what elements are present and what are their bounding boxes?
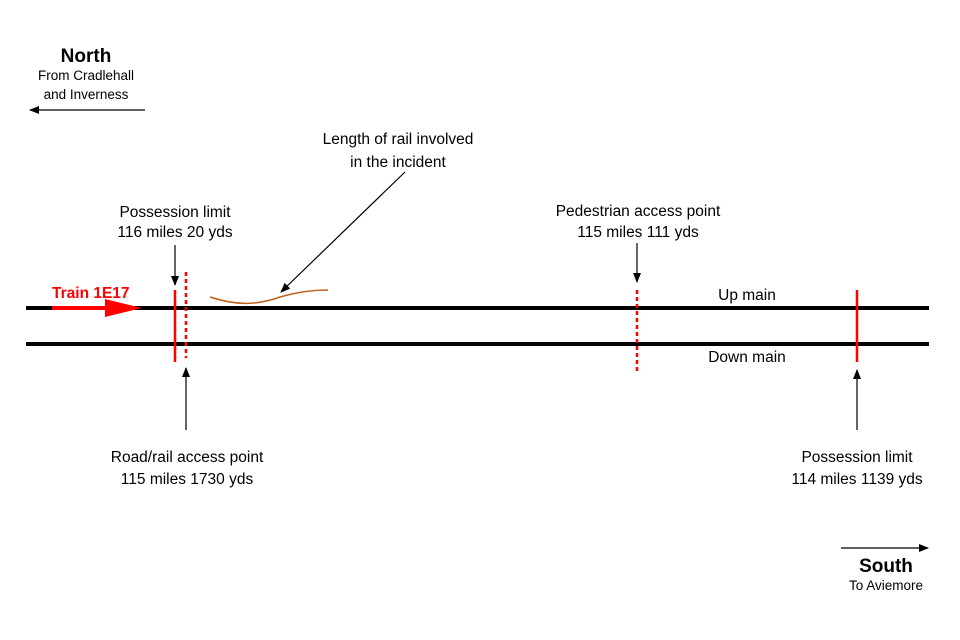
incident-label-line2: in the incident — [350, 154, 446, 171]
up-main-label: Up main — [718, 287, 776, 304]
possession-limit-south: Possession limit 114 miles 1139 yds — [791, 290, 923, 488]
north-title: North — [61, 46, 112, 67]
road-rail-access-mileage: 115 miles 1730 yds — [121, 471, 254, 488]
train-label: Train 1E17 — [52, 285, 130, 302]
possession-limit-south-title: Possession limit — [801, 449, 913, 466]
down-main-label: Down main — [708, 349, 786, 366]
incident-label-line1: Length of rail involved — [323, 131, 474, 148]
south-direction: South To Aviemore — [841, 544, 929, 593]
north-direction: North From Cradlehall and Inverness — [29, 46, 145, 114]
damaged-rail-line — [209, 289, 329, 305]
north-line1: From Cradlehall — [38, 68, 134, 83]
north-line2: and Inverness — [44, 87, 129, 102]
pedestrian-access-point: Pedestrian access point 115 miles 111 yd… — [556, 203, 721, 373]
possession-limit-south-mileage: 114 miles 1139 yds — [791, 471, 923, 488]
possession-limit-north-mileage: 116 miles 20 yds — [117, 224, 232, 241]
road-rail-access-point: Road/rail access point 115 miles 1730 yd… — [111, 272, 264, 488]
pedestrian-access-title: Pedestrian access point — [556, 203, 721, 220]
south-line1: To Aviemore — [849, 578, 923, 593]
pedestrian-access-mileage: 115 miles 111 yds — [577, 224, 699, 241]
incident-arrow-icon — [280, 171, 406, 293]
south-title: South — [859, 556, 913, 577]
possession-limit-north: Possession limit 116 miles 20 yds — [117, 204, 233, 362]
possession-limit-north-title: Possession limit — [119, 204, 231, 221]
train-arrow-icon — [105, 299, 142, 317]
train-1e17: Train 1E17 — [52, 285, 142, 317]
incident-rail: Length of rail involved in the incident — [209, 131, 474, 305]
road-rail-access-title: Road/rail access point — [111, 449, 264, 466]
